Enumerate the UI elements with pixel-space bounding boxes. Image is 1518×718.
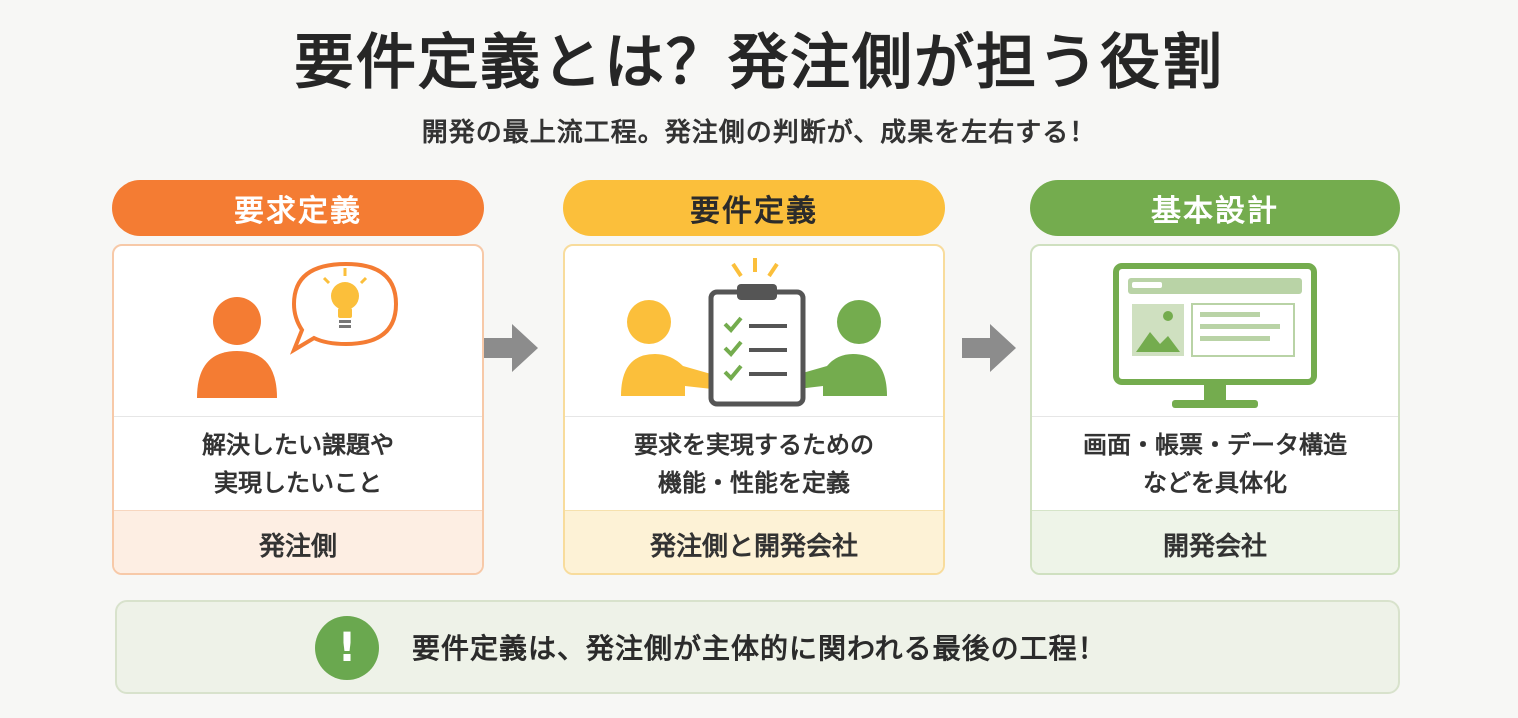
stage-label-pill: 要件定義 <box>563 180 945 236</box>
stage-label-pill: 基本設計 <box>1030 180 1400 236</box>
stage-card: 画面・帳票・データ構造 などを具体化 開発会社 <box>1030 244 1400 575</box>
stage-basic-design: 基本設計 画面・帳票・データ構造 などを具体化 開発会社 <box>1030 180 1400 575</box>
page-subtitle: 開発の最上流工程。発注側の判断が、成果を左右する！ <box>421 118 1097 148</box>
stage-description: 解決したい課題や 実現したいこと <box>114 416 482 510</box>
stage-owner: 開発会社 <box>1032 510 1398 573</box>
stage-label-pill: 要求定義 <box>112 180 484 236</box>
arrow-right-icon <box>484 324 538 372</box>
stage-owner: 発注側と開発会社 <box>565 510 943 573</box>
stage-owner: 発注側 <box>114 510 482 573</box>
monitor-icon <box>1032 246 1398 416</box>
stage-requirements-definition: 要求定義 解決したい課題や 実現したいこと 発注側 <box>112 180 484 575</box>
handshake-checklist-icon <box>565 246 943 416</box>
stage-card: 解決したい課題や 実現したいこと 発注側 <box>112 244 484 575</box>
stage-description: 画面・帳票・データ構造 などを具体化 <box>1032 416 1398 510</box>
page-title: 要件定義とは？発注側が担う役割 <box>294 28 1224 98</box>
key-point-text: 要件定義は、発注側が主体的に関われる最後の工程！ <box>412 632 1107 665</box>
person-lightbulb-icon <box>114 246 482 416</box>
exclamation-icon: ! <box>315 616 379 680</box>
stage-description: 要求を実現するための 機能・性能を定義 <box>565 416 943 510</box>
stage-requirements-specification: 要件定義 <box>563 180 945 575</box>
key-point-banner: ! 要件定義は、発注側が主体的に関われる最後の工程！ <box>115 600 1400 694</box>
arrow-right-icon <box>962 324 1016 372</box>
stage-card: 要求を実現するための 機能・性能を定義 発注側と開発会社 <box>563 244 945 575</box>
